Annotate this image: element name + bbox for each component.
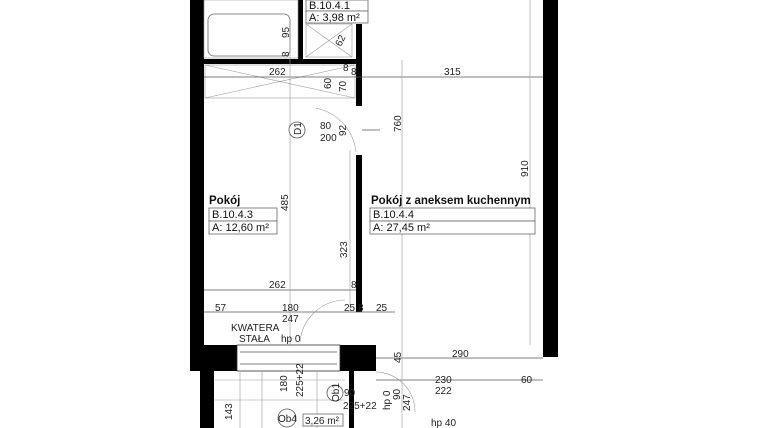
dim: 143 [224,403,235,420]
bathtub [207,13,291,57]
left-outer-wall [190,0,204,345]
bath-partition [298,0,303,62]
tag-d1: D1 [293,122,304,135]
room-name: Pokój z aneksem kuchennym [371,195,531,207]
facade-block-left [190,345,237,371]
note-hp: hp 0 [281,334,301,345]
room-area: A: 12,60 m² [212,222,269,234]
room-id: B.10.4.3 [212,209,253,221]
tag-circle [326,384,344,402]
dim: 8 [351,67,357,78]
room-area: A: 3,98 m² [309,12,360,24]
dim: 180 [282,303,299,314]
note-hp: hp 40 [431,418,456,428]
tag-ob1: Ob1 [331,383,342,402]
room-name: Pokój [209,195,240,207]
room-id: B.10.4.4 [373,209,414,221]
dim: 95 [281,26,292,38]
dim: 323 [339,241,350,258]
tag-circle [288,121,306,139]
dim: 290 [452,349,469,360]
dim: 225+22 [295,363,306,397]
shower [305,23,353,58]
dim: 90 [392,388,403,400]
middle-wall-top [356,24,362,106]
dim: 222 [435,386,452,397]
dim: 80 [320,121,332,132]
balcony-divider [349,371,354,428]
dim: 485 [280,194,291,211]
dim: 225+22 [343,401,377,412]
door-swing-d1 [314,107,357,153]
dim: 230 [435,375,452,386]
dim: 57 [215,303,227,314]
door-swing-balcony [375,371,416,413]
dim: 70 [338,80,349,92]
dim: 180 [279,375,290,392]
dim: 62 [334,33,349,48]
dim: 262 [269,280,286,291]
dim: 45 [393,351,404,363]
dim: 90 [344,388,356,399]
dim: 8 [281,51,292,57]
dim: 315 [444,67,461,78]
dim: 8 [343,63,349,74]
note-stala: STAŁA [239,334,270,345]
balcony-wall [200,371,214,428]
door-swing-room [299,299,346,343]
dim: 760 [393,115,404,132]
dim: 247 [402,394,413,411]
room-area: A: 27,45 m² [373,222,430,234]
note-hp: hp 0 [382,390,393,410]
facade-block-right [543,345,558,357]
dim: 25 [344,303,356,314]
dim: 8 [358,303,364,314]
right-outer-wall [543,0,558,345]
tag-ob4: Ob4 [278,414,297,425]
bathroom-wall [204,59,362,64]
label-room: Pokój B.10.4.3 A: 12,60 m² [208,195,278,235]
window [236,344,341,372]
balcony-area: 3,26 m² [305,416,340,427]
label-bathroom: B.10.4.1 A: 3,98 m² [305,0,369,24]
wardrobe [204,64,356,99]
dim: 60 [323,77,334,89]
note-kwatera: KWATERA [231,323,280,334]
label-living: Pokój z aneksem kuchennym B.10.4.4 A: 27… [369,195,536,235]
dim: 8 [351,280,357,291]
dim: 247 [282,314,299,325]
dimensions: 95 8 62 262 315 8 8 60 70 80 200 92 760 … [215,26,533,420]
dim: 25 [376,303,388,314]
dim: 92 [338,124,349,136]
room-id: B.10.4.1 [309,0,350,12]
walls [190,0,558,428]
facade-block-mid [340,345,376,371]
dim: 60 [521,375,533,386]
tag-circle [277,408,297,428]
dim: 262 [269,67,286,78]
middle-wall-bottom [356,155,362,312]
dim: 200 [320,133,337,144]
dim: 910 [520,160,531,177]
